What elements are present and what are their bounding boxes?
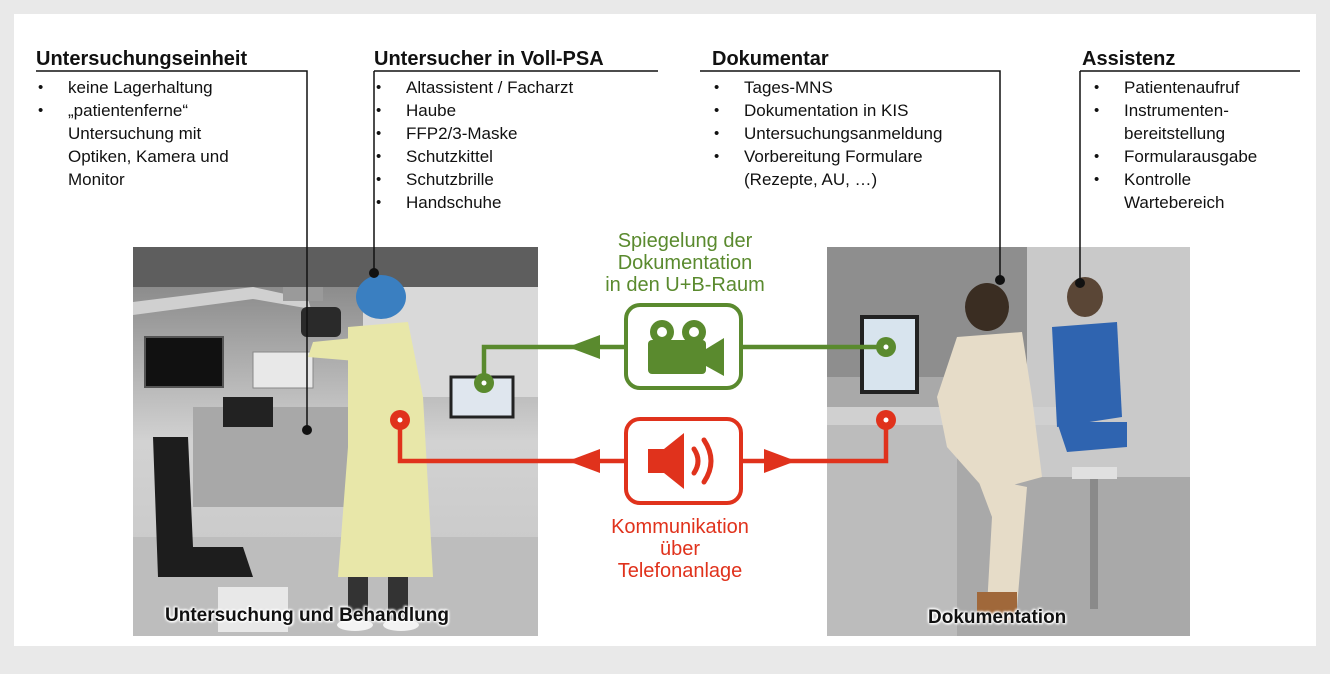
examination-room-illustration [133,247,538,636]
column-title-untersuchungseinheit: Untersuchungseinheit [36,48,248,70]
list-item: Altassistent / Facharzt [374,76,664,99]
list-untersucher: Altassistent / Facharzt Haube FFP2/3-Mas… [374,76,664,214]
list-item: Dokumentation in KIS [712,99,1012,122]
list-dokumentar: Tages-MNS Dokumentation in KIS Untersuch… [712,76,1012,191]
label-audio-communication: Kommunikation über Telefonanlage [611,516,749,582]
list-item: Untersuchungsanmeldung [712,122,1012,145]
list-item: Patientenaufruf [1092,76,1322,99]
list-item: Schutzbrille [374,168,664,191]
list-item: Tages-MNS [712,76,1012,99]
column-title-dokumentar: Dokumentar [712,48,829,70]
photo-dokumentationsraum [827,247,1190,636]
list-item: Handschuhe [374,191,664,214]
list-item: „patientenferne“ Untersuchung mit Optike… [36,99,326,191]
photo-untersuchungsraum [133,247,538,636]
list-item: Kontrolle Wartebereich [1092,168,1322,214]
column-title-untersucher: Untersucher in Voll-PSA [374,48,604,70]
list-item: Vorbereitung Formulare (Rezepte, AU, …) [712,145,1012,191]
list-item: Formularausgabe [1092,145,1322,168]
list-item: Instrumenten- bereitstellung [1092,99,1322,145]
caption-dokumentation: Dokumentation [928,607,1067,628]
caption-untersuchung-und-behandlung: Untersuchung und Behandlung [165,605,449,626]
list-item: FFP2/3-Maske [374,122,664,145]
label-video-mirroring: Spiegelung der Dokumentation in den U+B-… [605,230,765,296]
documentation-room-illustration [827,247,1190,636]
list-item: keine Lagerhaltung [36,76,326,99]
list-assistenz: Patientenaufruf Instrumenten- bereitstel… [1092,76,1322,214]
list-item: Schutzkittel [374,145,664,168]
list-item: Haube [374,99,664,122]
list-untersuchungseinheit: keine Lagerhaltung „patientenferne“ Unte… [36,76,326,191]
column-title-assistenz: Assistenz [1082,48,1176,70]
